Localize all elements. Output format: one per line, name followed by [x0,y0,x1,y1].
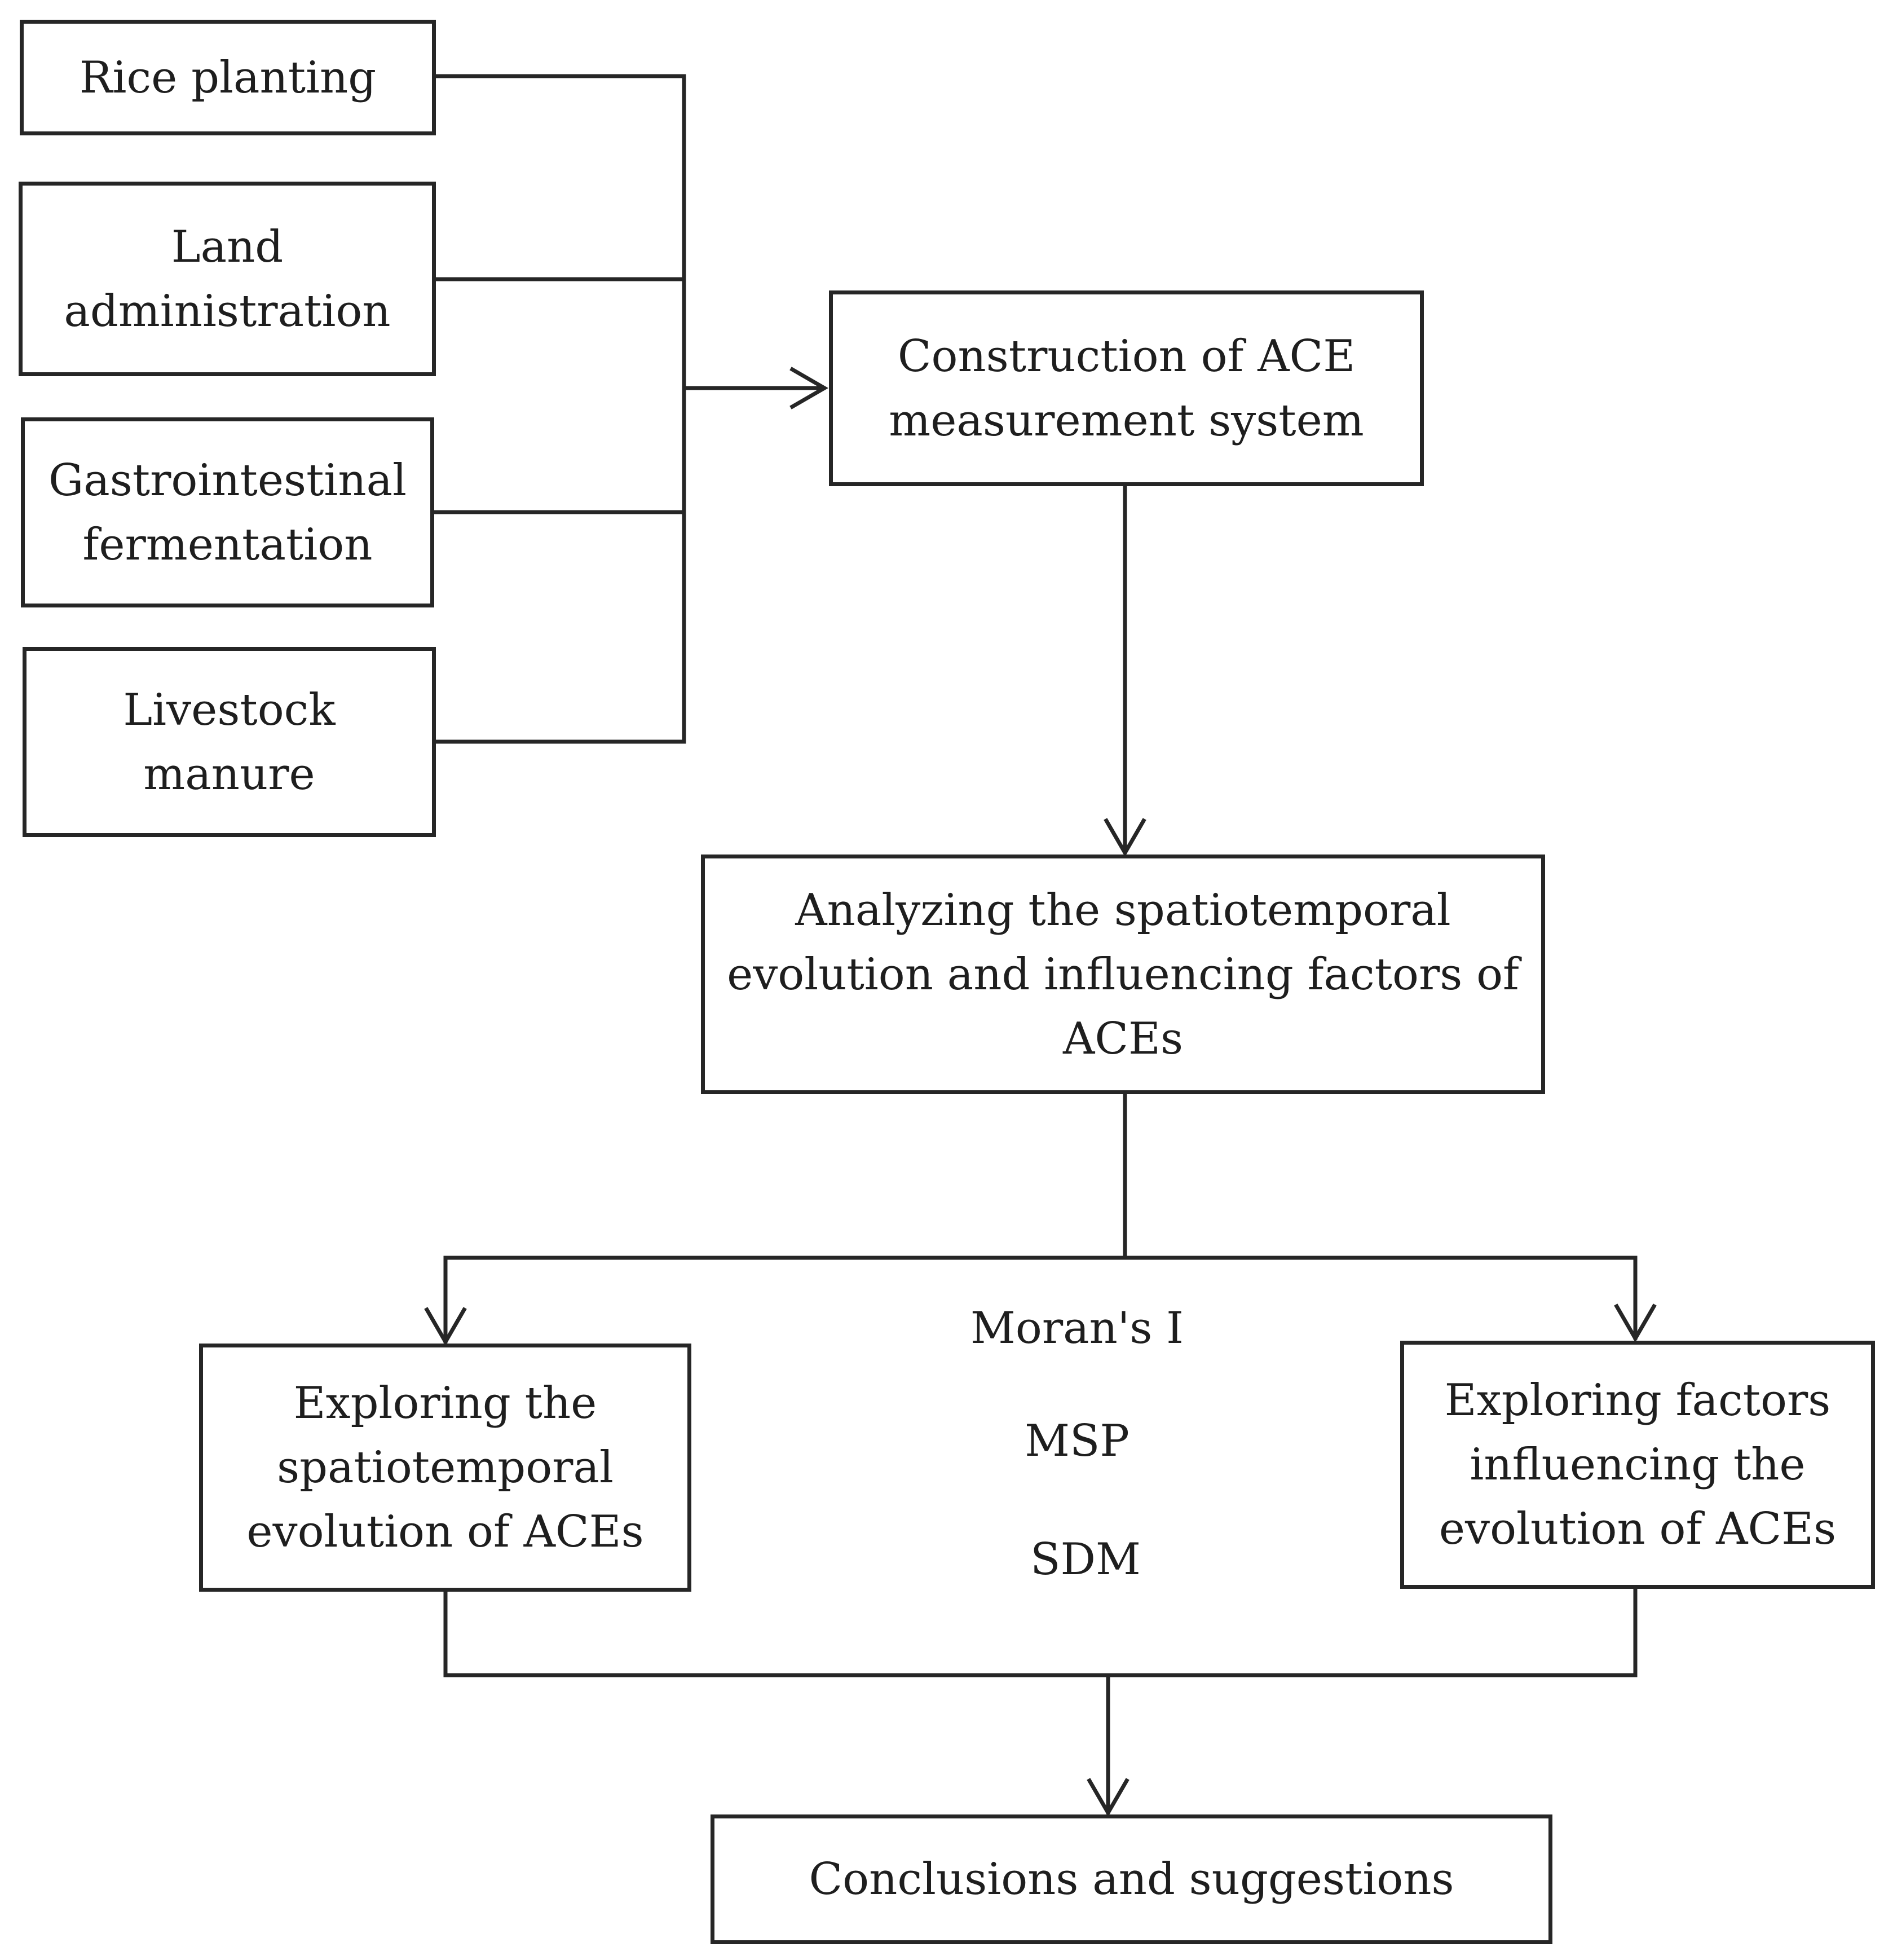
construction-to-analyzing-arrowhead [1104,818,1146,857]
land-administration-label: Land administration [64,221,391,337]
construction-box: Construction of ACE measurement system [829,290,1424,486]
split-left-arrowhead [424,1307,467,1346]
rice-planting-box: Rice planting [20,20,436,135]
gastrointestinal-fermentation-box: Gastrointestinal fermentation [21,417,434,607]
rice-planting-label: Rice planting [79,52,377,103]
gastrointestinal-fermentation-label: Gastrointestinal fermentation [48,455,407,570]
conclusions-label: Conclusions and suggestions [809,1854,1454,1905]
exploring-evolution-label: Exploring the spatiotemporal evolution o… [246,1378,644,1557]
land-administration-box: Land administration [19,182,436,376]
merge-to-conclusions-arrowhead [1087,1778,1129,1817]
morans-i-label: Moran's I [970,1303,1184,1354]
bus-to-construction-arrowhead [789,367,828,409]
analyzing-box: Analyzing the spatiotemporal evolution a… [701,855,1545,1094]
exploring-factors-box: Exploring factors influencing the evolut… [1400,1341,1875,1589]
construction-label: Construction of ACE measurement system [889,331,1364,446]
analyzing-label: Analyzing the spatiotemporal evolution a… [727,884,1519,1064]
sdm-label: SDM [1030,1534,1141,1585]
livestock-manure-box: Livestock manure [23,647,436,837]
split-right-arrowhead [1614,1303,1657,1342]
conclusions-box: Conclusions and suggestions [711,1814,1552,1944]
exploring-factors-label: Exploring factors influencing the evolut… [1439,1375,1837,1554]
msp-label: MSP [1025,1416,1129,1466]
livestock-manure-label: Livestock manure [123,684,336,800]
exploring-evolution-box: Exploring the spatiotemporal evolution o… [199,1344,691,1592]
